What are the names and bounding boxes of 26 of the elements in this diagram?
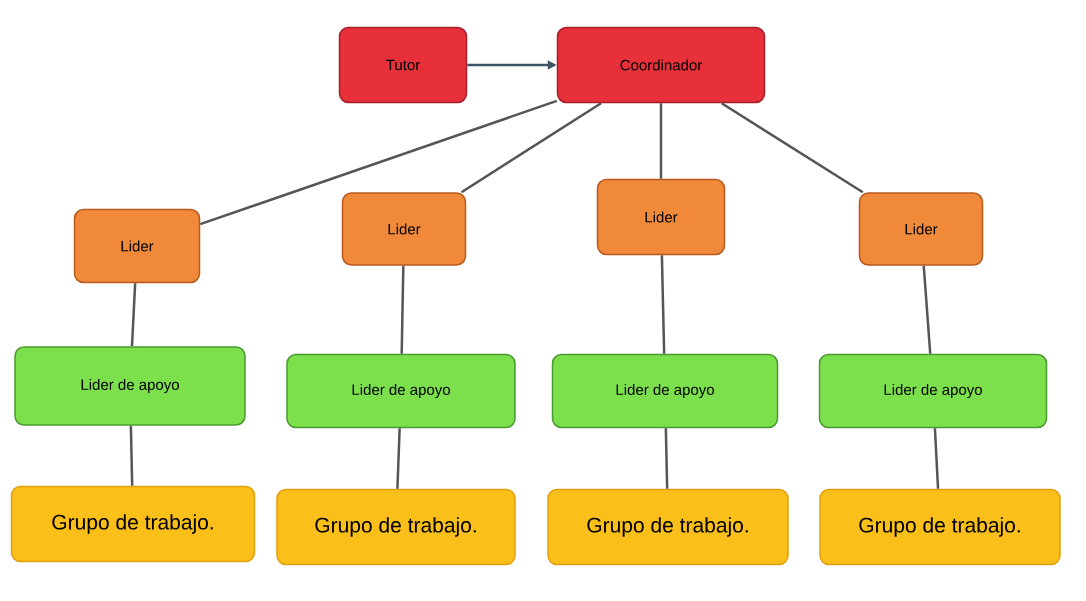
connector-line [199, 99, 558, 226]
connector-line [664, 428, 669, 489]
team-box: Grupo de trabajo. [819, 488, 1061, 566]
support-leader-box: Lider de apoyo [818, 353, 1048, 429]
connector-line [396, 428, 401, 489]
connector-line [933, 428, 940, 489]
support-leader-box: Lider de apoyo [286, 353, 516, 429]
boss-box: Coordinador [556, 26, 766, 104]
leader-box: Lider [858, 192, 984, 266]
team-box: Grupo de trabajo. [547, 488, 789, 566]
support-leader-box: Lider de apoyo [14, 346, 246, 426]
connector-line [130, 283, 137, 347]
connector-line [400, 265, 405, 354]
leader-box: Lider [73, 208, 201, 284]
connector-line [659, 103, 663, 179]
connector-line [922, 265, 932, 354]
connector-line [129, 425, 134, 486]
boss-box: Tutor [338, 26, 468, 104]
support-leader-box: Lider de apoyo [551, 353, 779, 429]
team-box: Grupo de trabajo. [10, 485, 256, 563]
connector-line [660, 255, 666, 354]
connector-line [460, 102, 602, 194]
leader-box: Lider [341, 192, 467, 266]
leader-box: Lider [596, 178, 726, 256]
team-box: Grupo de trabajo. [276, 488, 516, 566]
connector-line [721, 102, 864, 194]
